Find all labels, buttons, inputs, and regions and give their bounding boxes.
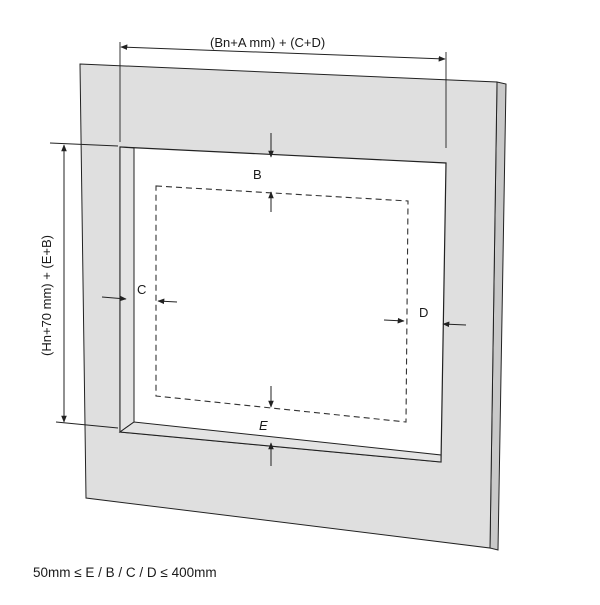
offset-b-label: B [253,167,262,182]
width-dimension-line [120,44,446,62]
wall-opening [119,146,447,463]
offset-c-arrow-left [101,295,127,302]
height-dimension-label: (Hn+70 mm) + (E+B) [39,235,54,356]
offset-e-label: E [259,418,268,433]
offset-d-arrow-left [383,317,405,324]
width-dimension-label: (Bn+A mm) + (C+D) [210,35,325,50]
constraint-caption: 50mm ≤ E / B / C / D ≤ 400mm [33,565,217,580]
offset-c-arrow-right [157,298,178,305]
opening-reveal-left [119,146,135,433]
opening-reveal-bottom [118,421,442,463]
height-extension-top [49,142,119,147]
offset-d-label: D [419,305,428,320]
device-outline-dashed [155,185,409,423]
height-extension-bottom [55,421,119,429]
offset-d-arrow-right [442,321,467,328]
offset-c-label: C [137,282,146,297]
